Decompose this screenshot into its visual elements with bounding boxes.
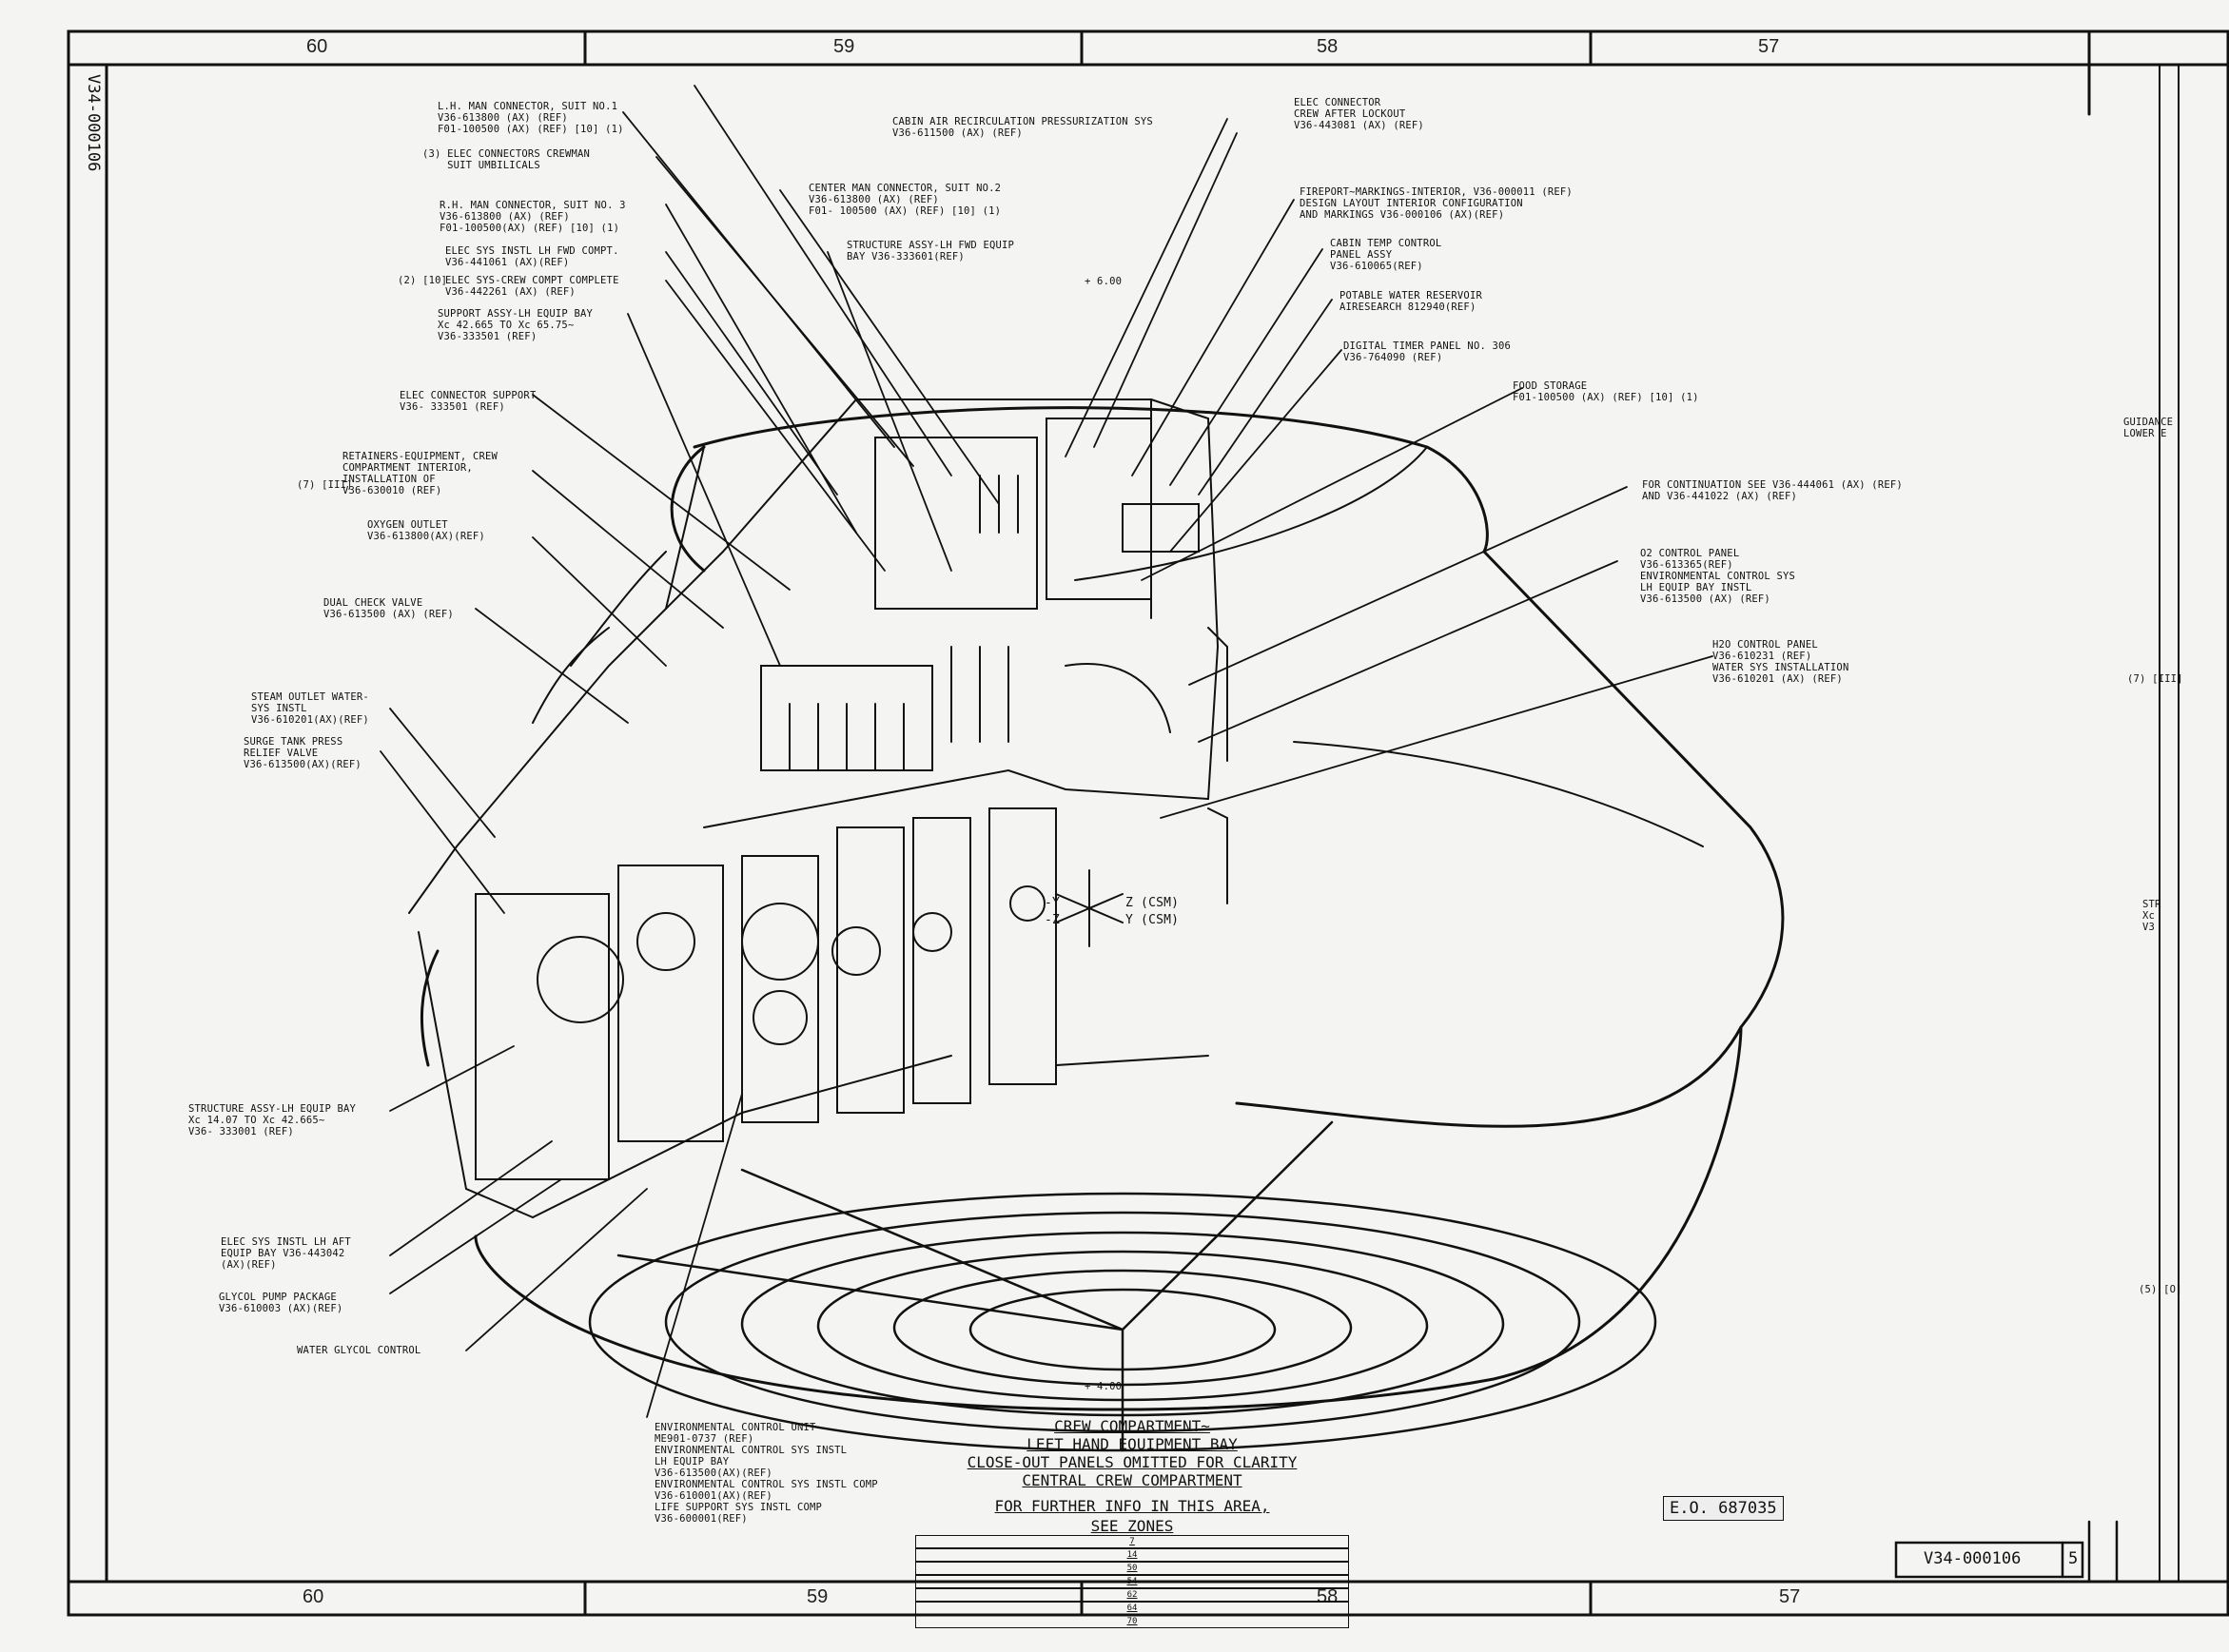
label-ref-7-left: (7) [III] xyxy=(297,479,353,491)
axis-minus-y: -Y xyxy=(1045,896,1061,910)
eo-stamp: E.O. 687035 xyxy=(1663,1496,1784,1521)
axis-y-csm: Y (CSM) xyxy=(1125,913,1180,927)
label-cabin-temp: CABIN TEMP CONTROL PANEL ASSY V36-610065… xyxy=(1330,238,1442,272)
zone-ref: 7 xyxy=(915,1535,1349,1548)
label-guidance: GUIDANCE LOWER E xyxy=(2123,417,2174,439)
label-support-assy: SUPPORT ASSY-LH EQUIP BAY Xc 42.665 TO X… xyxy=(438,308,594,342)
sheet-revision: 5 xyxy=(2068,1549,2079,1568)
title-line-2: LEFT HAND EQUIPMENT BAY xyxy=(1027,1435,1238,1453)
title-line-3: CLOSE-OUT PANELS OMITTED FOR CLARITY xyxy=(967,1453,1298,1471)
label-lh-man-connector: L.H. MAN CONNECTOR, SUIT NO.1 V36-613800… xyxy=(438,101,624,135)
label-station-1: + 6.00 xyxy=(1085,276,1123,287)
zone-ref: 64 xyxy=(915,1602,1349,1615)
label-ref-5-right: (5) [O] xyxy=(2139,1284,2182,1295)
side-drawing-code: V34-000106 xyxy=(84,74,103,172)
label-steam-outlet: STEAM OUTLET WATER- SYS INSTL V36-610201… xyxy=(251,691,369,726)
zone-ref: 50 xyxy=(915,1562,1349,1575)
label-glycol-pump: GLYCOL PUMP PACKAGE V36-610003 (AX)(REF) xyxy=(219,1292,343,1314)
label-dual-check-valve: DUAL CHECK VALVE V36-613500 (AX) (REF) xyxy=(323,597,454,620)
label-elec-sys-lh-fwd: ELEC SYS INSTL LH FWD COMPT. V36-441061 … xyxy=(445,245,619,268)
label-digital-timer: DIGITAL TIMER PANEL NO. 306 V36-764090 (… xyxy=(1343,340,1512,363)
zone-top-60: 60 xyxy=(306,36,328,57)
label-o2-control: O2 CONTROL PANEL V36-613365(REF) ENVIRON… xyxy=(1640,548,1796,605)
label-retainers: RETAINERS-EQUIPMENT, CREW COMPARTMENT IN… xyxy=(342,451,499,496)
view-title: CREW COMPARTMENT~ LEFT HAND EQUIPMENT BA… xyxy=(913,1417,1351,1628)
label-fireport: FIREPORT~MARKINGS-INTERIOR, V36-000011 (… xyxy=(1300,186,1573,221)
label-stru-right: STR Xc V3 xyxy=(2142,899,2161,933)
label-center-man-connector: CENTER MAN CONNECTOR, SUIT NO.2 V36-6138… xyxy=(809,183,1002,217)
label-structure-lh-fwd: STRUCTURE ASSY-LH FWD EQUIP BAY V36-3336… xyxy=(847,240,1015,262)
zone-bottom-60: 60 xyxy=(303,1586,324,1607)
label-h2o-control: H2O CONTROL PANEL V36-610231 (REF) WATER… xyxy=(1712,639,1849,685)
zone-ref: 62 xyxy=(915,1588,1349,1602)
drawing-number: V34-000106 xyxy=(1924,1549,2022,1568)
label-station-2: + 4.00 xyxy=(1085,1381,1123,1392)
title-block xyxy=(1894,1520,2119,1584)
label-food-storage: FOOD STORAGE F01-100500 (AX) (REF) [10] … xyxy=(1513,380,1699,403)
label-water-glycol: WATER GLYCOL CONTROL xyxy=(297,1345,421,1356)
zone-bottom-59: 59 xyxy=(807,1586,829,1607)
label-oxygen-outlet: OXYGEN OUTLET V36-613800(AX)(REF) xyxy=(367,519,485,542)
zone-ref: 54 xyxy=(915,1575,1349,1588)
zone-top-59: 59 xyxy=(833,36,855,57)
zone-bottom-57: 57 xyxy=(1779,1586,1801,1607)
label-ref-7-right: (7) [III] xyxy=(2127,673,2183,685)
label-surge-tank: SURGE TANK PRESS RELIEF VALVE V36-613500… xyxy=(244,736,362,770)
zone-ref: 14 xyxy=(915,1548,1349,1562)
capsule-outline xyxy=(420,406,1785,1411)
zone-ref: 70 xyxy=(915,1615,1349,1628)
csm-axes xyxy=(1055,869,1124,947)
label-rh-man-connector: R.H. MAN CONNECTOR, SUIT NO. 3 V36-61380… xyxy=(440,200,626,234)
zone-top-57: 57 xyxy=(1758,36,1780,57)
title-line-5: FOR FURTHER INFO IN THIS AREA, xyxy=(994,1497,1270,1515)
label-structure-lh-aft: STRUCTURE ASSY-LH EQUIP BAY Xc 14.07 TO … xyxy=(188,1103,357,1137)
see-zones-label: SEE ZONES xyxy=(1090,1517,1174,1535)
title-line-1: CREW COMPARTMENT~ xyxy=(1054,1417,1210,1435)
equipment-bay xyxy=(408,398,1228,1218)
axis-minus-z: -Z xyxy=(1045,913,1061,927)
leader-lines xyxy=(380,85,1713,1418)
label-for-continuation: FOR CONTINUATION SEE V36-444061 (AX) (RE… xyxy=(1642,479,1903,502)
zone-top-58: 58 xyxy=(1317,36,1339,57)
heat-shield-rings xyxy=(588,1120,1657,1452)
label-elec-connectors-crewman: (3) ELEC CONNECTORS CREWMAN SUIT UMBILIC… xyxy=(422,148,591,171)
label-ref-2: (2) [10] xyxy=(398,275,448,286)
axis-z-csm: Z (CSM) xyxy=(1125,896,1180,910)
drawing-border xyxy=(67,29,2229,1617)
label-elec-connector-aft: ELEC CONNECTOR CREW AFTER LOCKOUT V36-44… xyxy=(1294,97,1424,131)
label-elec-sys-lh-aft: ELEC SYS INSTL LH AFT EQUIP BAY V36-4430… xyxy=(221,1236,351,1271)
label-elec-sys-crew: ELEC SYS-CREW COMPT COMPLETE V36-442261 … xyxy=(445,275,619,298)
title-line-4: CENTRAL CREW COMPARTMENT xyxy=(1022,1471,1242,1489)
label-potable-water: POTABLE WATER RESERVOIR AIRESEARCH 81294… xyxy=(1339,290,1482,313)
label-environmental-control-unit: ENVIRONMENTAL CONTROL UNIT ME901-0737 (R… xyxy=(655,1422,878,1525)
label-cabin-air: CABIN AIR RECIRCULATION PRESSURIZATION S… xyxy=(892,116,1153,139)
label-elec-connector-support: ELEC CONNECTOR SUPPORT V36- 333501 (REF) xyxy=(400,390,537,413)
